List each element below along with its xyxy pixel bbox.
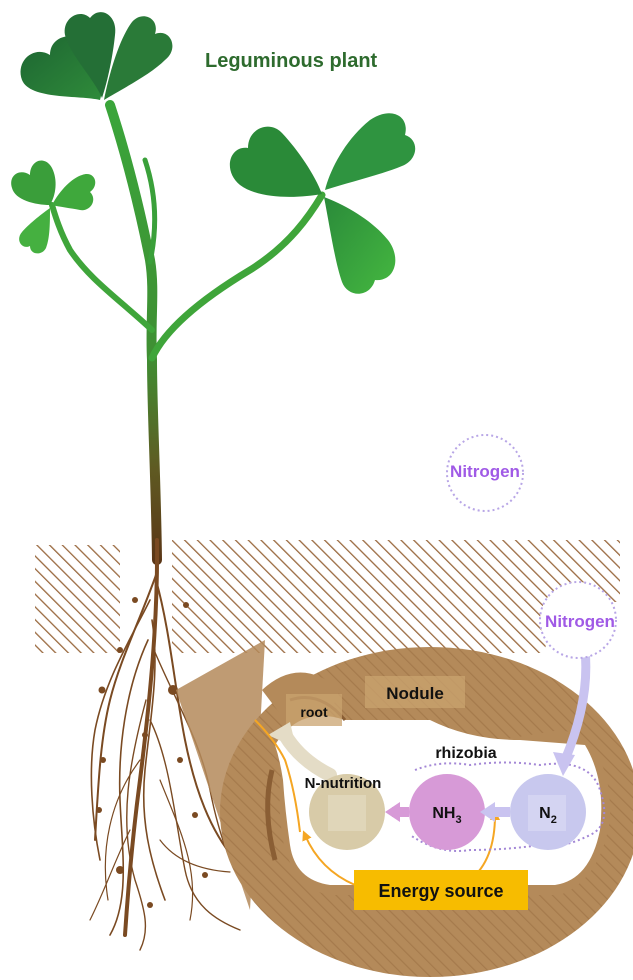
nh3-main: NH [432,805,455,822]
n2-subscript: 2 [551,814,557,826]
nitrogen-soil-label: Nitrogen [545,612,615,631]
nodule-label: Nodule [386,684,444,703]
nh3-subscript: 3 [455,814,461,826]
soil-layer [35,540,620,653]
nitrogen-air-label: Nitrogen [450,462,520,481]
n-nutrition-label: N-nutrition [305,775,382,792]
n2-main: N [539,805,551,822]
root-label: root [300,704,328,720]
rhizobia-label: rhizobia [435,745,496,762]
soil-band-left [35,545,120,653]
energy-source-label: Energy source [378,881,503,901]
plant-title: Leguminous plant [205,50,378,72]
